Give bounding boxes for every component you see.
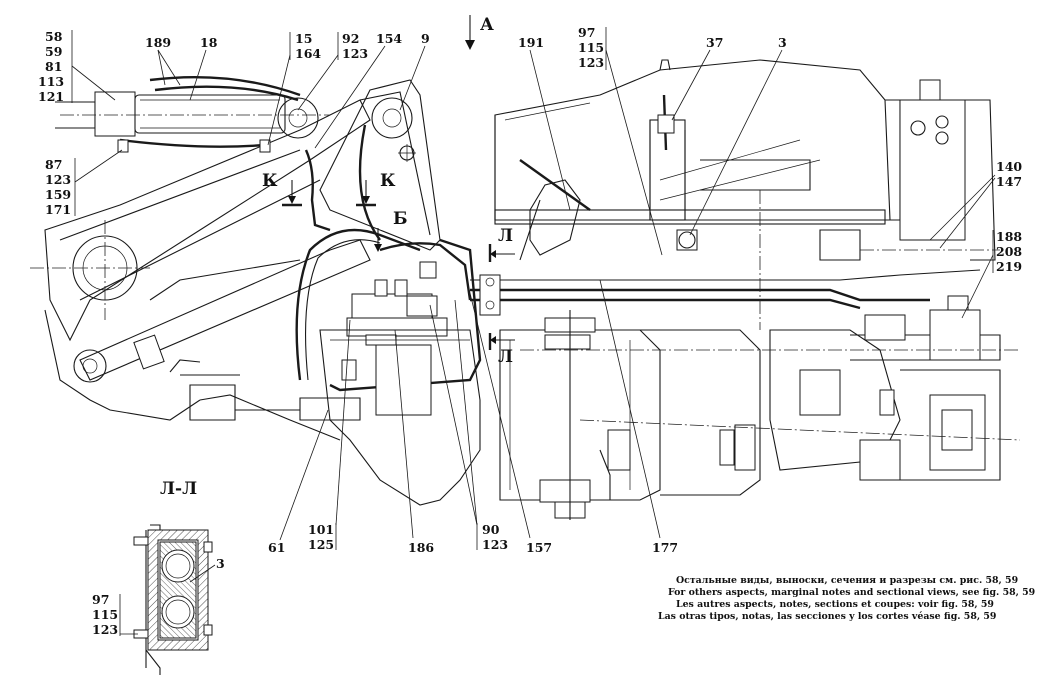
view-b-label: Б — [393, 209, 408, 229]
note-en: For others aspects, marginal notes and s… — [668, 587, 1035, 598]
svg-text:125: 125 — [308, 537, 334, 552]
callout-188-219: 188 208 219 — [961, 229, 1022, 319]
callout-97-123-section: 97 115 123 — [92, 592, 138, 637]
svg-text:115: 115 — [92, 607, 118, 622]
callout-97-123-top: 97 115 123 — [578, 25, 663, 256]
svg-text:147: 147 — [996, 174, 1022, 189]
tractor-body — [494, 59, 996, 261]
svg-text:140: 140 — [996, 159, 1022, 174]
callout-177: 177 — [599, 279, 678, 555]
callout-140-147: 140 147 — [929, 159, 1022, 249]
svg-text:159: 159 — [45, 187, 71, 202]
callout-9: 9 — [399, 31, 430, 111]
svg-text:115: 115 — [578, 40, 604, 55]
note-ru: Остальные виды, выноски, сечения и разре… — [676, 575, 1018, 586]
svg-text:191: 191 — [518, 35, 544, 50]
callout-87-171: 87 123 159 171 — [45, 149, 123, 217]
svg-text:58: 58 — [45, 29, 63, 44]
svg-text:3: 3 — [778, 35, 787, 50]
svg-text:123: 123 — [92, 622, 118, 637]
callout-157: 157 — [467, 284, 552, 555]
center-lines — [520, 190, 1021, 441]
callout-15-164: 15 164 — [267, 31, 321, 146]
callout-3-top: 3 — [689, 35, 787, 236]
section-l-label-bottom: Л — [498, 347, 513, 367]
callout-191: 191 — [518, 35, 571, 211]
svg-text:9: 9 — [421, 31, 430, 46]
svg-text:123: 123 — [45, 172, 71, 187]
callout-189: 189 — [145, 35, 181, 86]
svg-text:101: 101 — [308, 522, 334, 537]
callout-90-123: 90 123 — [429, 299, 508, 552]
callout-101-125: 101 125 — [308, 319, 351, 552]
svg-text:208: 208 — [996, 244, 1022, 259]
svg-text:121: 121 — [38, 89, 64, 104]
svg-text:92: 92 — [342, 31, 359, 46]
note-es: Las otras tipos, notas, las secciones y … — [658, 611, 996, 622]
svg-text:186: 186 — [408, 540, 434, 555]
svg-text:37: 37 — [706, 35, 723, 50]
svg-text:3: 3 — [216, 556, 225, 571]
distributor-block — [341, 261, 501, 416]
section-l-markers — [488, 244, 515, 350]
hydraulic-cylinder — [55, 75, 330, 153]
section-k-label-left: К — [262, 171, 278, 191]
svg-text:61: 61 — [268, 540, 285, 555]
view-b-arrow — [374, 228, 382, 252]
svg-text:177: 177 — [652, 540, 678, 555]
section-k-label-right: К — [380, 171, 396, 191]
svg-text:113: 113 — [38, 74, 64, 89]
callout-58-121: 58 59 81 113 121 — [38, 29, 116, 104]
svg-text:171: 171 — [45, 202, 71, 217]
callout-154: 154 — [314, 31, 402, 149]
svg-text:15: 15 — [295, 31, 312, 46]
callout-92-123: 92 123 — [297, 31, 368, 111]
svg-text:90: 90 — [482, 522, 500, 537]
svg-text:87: 87 — [45, 157, 62, 172]
callout-18: 18 — [189, 35, 218, 101]
svg-text:189: 189 — [145, 35, 171, 50]
svg-text:219: 219 — [996, 259, 1022, 274]
loader-arm — [30, 99, 371, 441]
svg-text:164: 164 — [295, 46, 321, 61]
frame-bracket — [304, 79, 441, 251]
svg-text:123: 123 — [482, 537, 508, 552]
transmission-housing — [169, 295, 1001, 520]
section-l-title: Л-Л — [160, 479, 197, 499]
svg-text:157: 157 — [526, 540, 552, 555]
svg-text:97: 97 — [92, 592, 109, 607]
callout-61: 61 — [268, 409, 329, 555]
section-k-markers — [282, 180, 376, 207]
svg-text:154: 154 — [376, 31, 402, 46]
reference-notes: Остальные виды, выноски, сечения и разре… — [658, 575, 1035, 622]
view-a-label: А — [480, 15, 494, 35]
svg-text:59: 59 — [45, 44, 62, 59]
view-a-arrow — [465, 15, 475, 50]
svg-text:188: 188 — [996, 229, 1022, 244]
callout-37: 37 — [671, 35, 723, 121]
svg-text:97: 97 — [578, 25, 595, 40]
callout-186: 186 — [394, 329, 434, 555]
note-fr: Les autres aspects, notes, sections et c… — [676, 599, 994, 610]
svg-text:18: 18 — [200, 35, 218, 50]
svg-text:123: 123 — [578, 55, 604, 70]
hose-routing — [295, 228, 981, 392]
section-l-label-top: Л — [498, 226, 513, 246]
callout-3-section: 3 — [189, 556, 225, 583]
svg-text:81: 81 — [45, 59, 62, 74]
section-l-l-view — [133, 524, 213, 675]
svg-text:123: 123 — [342, 46, 368, 61]
